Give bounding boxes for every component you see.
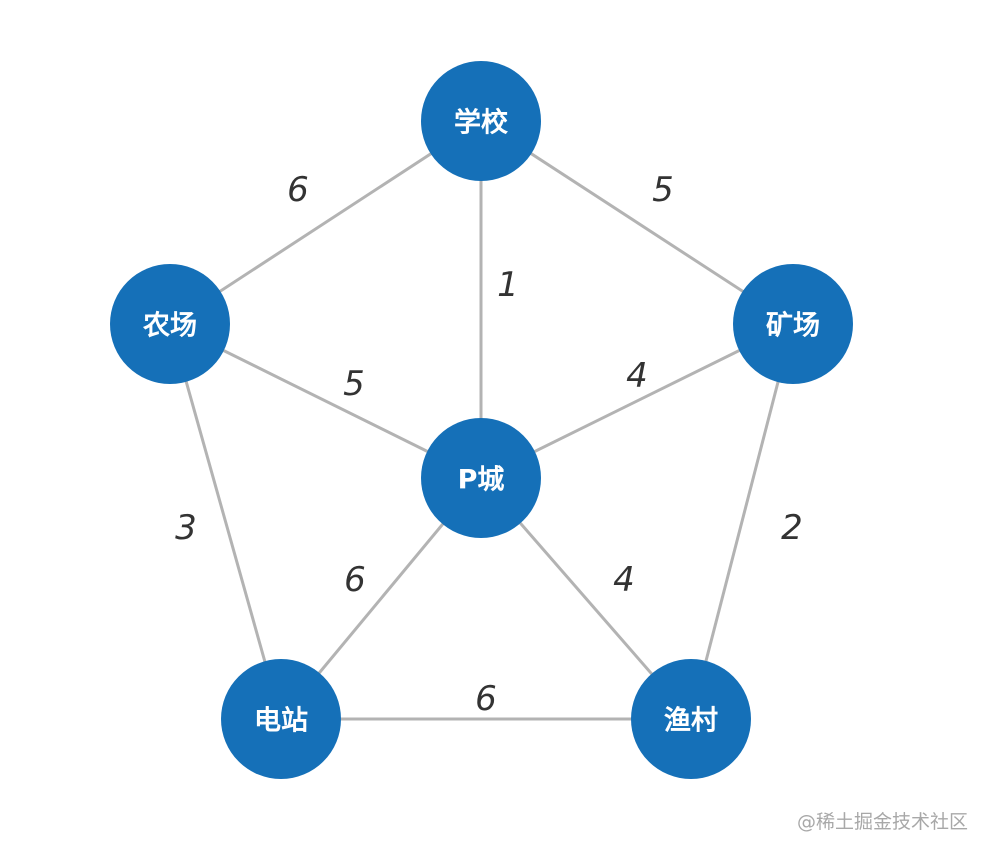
node-circle-school bbox=[421, 61, 541, 181]
node-label-mine: 矿场 bbox=[766, 310, 820, 342]
edge-weight-school-pcity: 1 bbox=[497, 265, 519, 305]
node-label-pcity: P城 bbox=[458, 465, 505, 496]
node-school: 学校 bbox=[421, 61, 541, 181]
node-label-school: 学校 bbox=[454, 107, 508, 139]
node-circle-farm bbox=[110, 264, 230, 384]
edge-weight-pcity-power: 6 bbox=[344, 560, 366, 600]
edge-school-mine bbox=[480, 119, 794, 326]
node-mine: 矿场 bbox=[733, 264, 853, 384]
edge-weight-power-fishing: 6 bbox=[475, 679, 497, 719]
edge-weight-farm-power: 3 bbox=[175, 508, 197, 548]
watermark-text: @稀土掘金技术社区 bbox=[796, 811, 968, 833]
node-label-power: 电站 bbox=[254, 706, 308, 737]
node-circle-mine bbox=[733, 264, 853, 384]
edges-layer: 6 5 1 5 4 3 2 6 4 6 bbox=[168, 119, 803, 721]
node-circle-fishing bbox=[631, 659, 751, 779]
edge-farm-power bbox=[168, 323, 283, 720]
node-power: 电站 bbox=[221, 659, 341, 779]
edge-weight-mine-pcity: 4 bbox=[626, 356, 648, 396]
edge-mine-fishing bbox=[689, 323, 795, 720]
edge-weight-pcity-fishing: 4 bbox=[613, 560, 635, 600]
node-circle-pcity bbox=[421, 418, 541, 538]
node-fishing: 渔村 bbox=[631, 659, 751, 779]
node-circle-power bbox=[221, 659, 341, 779]
edge-weight-school-mine: 5 bbox=[652, 170, 674, 210]
node-pcity: P城 bbox=[421, 418, 541, 538]
edge-weight-school-farm: 6 bbox=[287, 170, 309, 210]
edge-weight-farm-pcity: 5 bbox=[343, 364, 365, 404]
node-farm: 农场 bbox=[110, 264, 230, 384]
node-label-farm: 农场 bbox=[142, 311, 197, 342]
edge-weight-mine-fishing: 2 bbox=[781, 508, 803, 548]
node-label-fishing: 渔村 bbox=[664, 706, 718, 737]
edge-school-farm bbox=[169, 119, 482, 326]
